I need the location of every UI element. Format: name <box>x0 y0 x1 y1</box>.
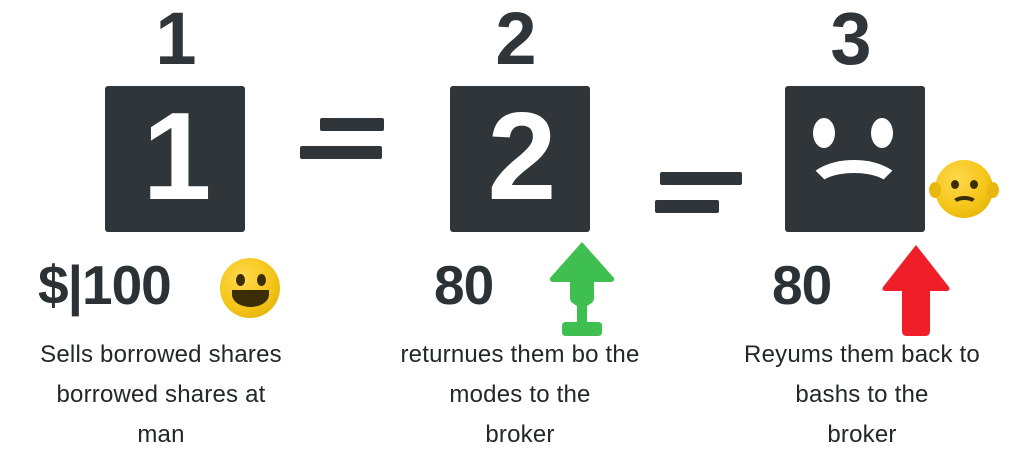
emoji-ear-left <box>929 182 941 198</box>
caption-1-line-2: borrowed shares at <box>56 381 266 408</box>
emoji-eye-right <box>970 180 978 189</box>
sad-face-eye-left <box>813 118 835 148</box>
caption-2: returnues them bo the modes to the broke… <box>350 335 690 455</box>
tile-digit-2: 2 <box>487 88 557 226</box>
caption-3-line-2: bashs to the <box>795 381 929 408</box>
caption-2-line-3: broker <box>485 421 555 448</box>
amount-label-2: 80 <box>434 254 494 316</box>
caption-3-line-1: Reyums them back to <box>744 341 980 368</box>
amount-label-1: $|100 <box>38 254 172 316</box>
sad-face-mouth <box>805 160 903 216</box>
step-tile-3 <box>785 86 925 232</box>
caption-2-line-2: modes to the <box>449 381 591 408</box>
green-up-arrow-icon <box>549 242 615 336</box>
caption-3: Reyums them back to bashs to the broker <box>700 335 1024 455</box>
caption-2-line-1: returnues them bo the <box>400 341 640 368</box>
step-number-2: 2 <box>495 0 536 80</box>
emoji-mouth <box>232 290 269 307</box>
caption-1: Sells borrowed shares borrowed shares at… <box>0 335 322 455</box>
frowning-face-emoji <box>929 160 999 218</box>
step-number-3: 3 <box>830 0 871 80</box>
equals-bar-bottom <box>655 200 719 213</box>
emoji-eye-left <box>236 274 245 286</box>
emoji-ear-right <box>987 182 999 198</box>
emoji-mouth <box>951 196 978 213</box>
step-tile-1: 1 <box>105 86 245 232</box>
equals-bar-top <box>320 118 384 131</box>
sad-face-eye-right <box>871 118 893 148</box>
equals-sign-1 <box>300 118 390 178</box>
red-up-arrow-icon <box>882 245 950 336</box>
smiling-face-emoji <box>220 258 280 318</box>
caption-1-line-1: Sells borrowed shares <box>40 341 282 368</box>
caption-1-line-3: man <box>137 421 185 448</box>
step-number-1: 1 <box>155 0 196 80</box>
equals-bar-bottom <box>300 146 382 159</box>
equals-bar-top <box>660 172 742 185</box>
amount-label-3: 80 <box>772 254 832 316</box>
caption-3-line-3: broker <box>827 421 897 448</box>
emoji-eye-right <box>257 274 266 286</box>
tile-digit-1: 1 <box>142 88 212 226</box>
equals-sign-2 <box>655 172 745 232</box>
step-tile-2: 2 <box>450 86 590 232</box>
emoji-eye-left <box>951 180 959 189</box>
sad-face-glyph <box>799 118 911 216</box>
